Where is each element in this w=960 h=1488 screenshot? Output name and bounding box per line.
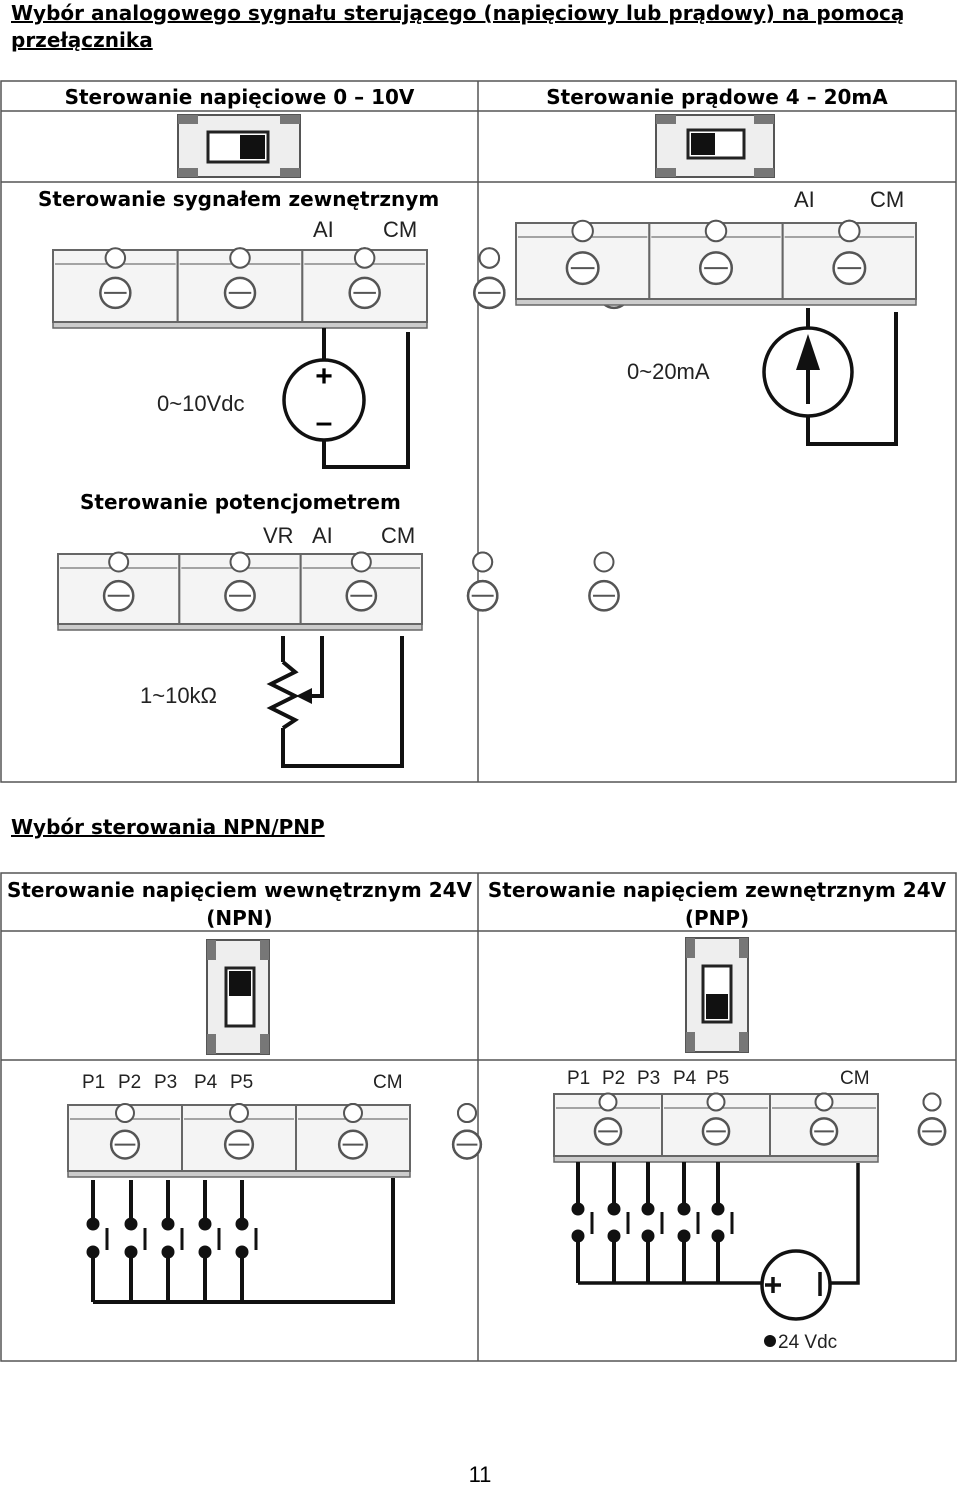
dip-switch-npn <box>206 939 270 1055</box>
current-source-arrow <box>796 334 820 370</box>
switch-contact <box>198 1245 212 1259</box>
npn-control-header: Sterowanie napięciem wewnętrznym 24V (NP… <box>6 878 473 930</box>
terminal-hole <box>922 1092 942 1112</box>
terminal-label-ai: AI <box>794 187 815 212</box>
switch-contact <box>711 1202 725 1216</box>
terminal-label-p2: P2 <box>118 1072 142 1093</box>
switch-contact <box>641 1229 655 1243</box>
switch-contact <box>235 1245 249 1259</box>
analog-table-grid <box>0 80 957 783</box>
terminal-hole <box>478 247 501 269</box>
terminal-label-ai: AI <box>312 523 333 548</box>
terminal-block-pnp <box>553 1092 947 1163</box>
switch-contact <box>607 1229 621 1243</box>
terminal-hole <box>229 551 251 573</box>
voltage-control-header: Sterowanie napięciowe 0 – 10V <box>64 85 415 109</box>
npn-pnp-table-grid <box>0 872 957 1362</box>
pnp-control-header: Sterowanie napięciem zewnętrznym 24V (PN… <box>487 878 947 930</box>
terminal-label-p5: P5 <box>706 1068 730 1089</box>
terminal-hole <box>704 219 728 243</box>
potentiometer-label: Sterowanie potencjometrem <box>80 490 401 514</box>
switch-contact <box>571 1202 585 1216</box>
terminal-label-p1: P1 <box>567 1068 591 1089</box>
terminal-label-p2: P2 <box>602 1068 626 1089</box>
terminal-hole <box>104 247 127 269</box>
terminal-hole <box>343 1103 363 1123</box>
terminal-hole <box>571 219 594 243</box>
voltage-minus-sign: – <box>316 406 333 439</box>
terminal-hole <box>814 1092 834 1112</box>
current-source-circuit <box>762 308 898 446</box>
terminal-label-p5: P5 <box>230 1072 254 1093</box>
switch-contact <box>161 1245 175 1259</box>
terminal-label-cm: CM <box>381 523 416 548</box>
terminal-hole <box>350 551 372 573</box>
terminal-label-ai: AI <box>313 217 334 242</box>
terminal-label-p3: P3 <box>637 1068 661 1089</box>
terminal-label-vr: VR <box>263 523 294 548</box>
pnp-supply-dot <box>764 1335 776 1347</box>
switch-contact <box>607 1202 621 1216</box>
potentiometer-circuit <box>266 636 404 768</box>
dip-switch-voltage <box>177 114 301 178</box>
switch-contact <box>235 1217 249 1231</box>
switch-contact <box>571 1229 585 1243</box>
terminal-hole <box>457 1103 477 1123</box>
terminal-label-cm: CM <box>840 1068 870 1089</box>
switch-contact <box>161 1217 175 1231</box>
dip-switch-current <box>655 114 775 178</box>
terminal-hole <box>598 1092 618 1112</box>
current-source-label: 0~20mA <box>627 359 710 384</box>
terminal-hole <box>108 551 130 573</box>
switch-contact <box>711 1229 725 1243</box>
switch-contact <box>124 1217 138 1231</box>
terminal-label-p3: P3 <box>154 1072 178 1093</box>
terminal-block-potentiometer <box>57 551 620 631</box>
terminal-hole <box>229 247 251 269</box>
pnp-supply-circuit <box>578 1163 860 1321</box>
terminal-label-cm: CM <box>373 1072 403 1093</box>
pnp-supply-label: 24 Vdc <box>778 1332 838 1353</box>
dip-switch-pnp <box>685 937 749 1053</box>
terminal-hole <box>353 247 376 269</box>
voltage-source-circuit <box>282 328 410 469</box>
switch-contact <box>86 1217 100 1231</box>
voltage-source-label: 0~10Vdc <box>157 391 245 416</box>
external-signal-label: Sterowanie sygnałem zewnętrznym <box>38 187 440 211</box>
switch-contact <box>124 1245 138 1259</box>
analog-section-title: Wybór analogowego sygnału sterującego (n… <box>11 1 905 52</box>
npn-switches <box>86 1178 395 1304</box>
terminal-label-p4: P4 <box>194 1072 218 1093</box>
terminal-block-current <box>515 219 918 306</box>
terminal-label-cm: CM <box>383 217 418 242</box>
terminal-hole <box>472 551 494 573</box>
npn-pnp-section-title: Wybór sterowania NPN/PNP <box>11 815 325 839</box>
terminal-hole <box>593 551 615 573</box>
terminal-block-npn <box>67 1103 597 1178</box>
terminal-hole <box>706 1092 726 1112</box>
terminal-block-voltage <box>52 247 631 329</box>
terminal-hole <box>115 1103 135 1123</box>
potentiometer-wiper-arrow <box>296 688 312 704</box>
pnp-switches <box>571 1162 734 1283</box>
switch-contact <box>677 1202 691 1216</box>
switch-contact <box>641 1202 655 1216</box>
switch-contact <box>198 1217 212 1231</box>
terminal-hole <box>838 219 861 243</box>
voltage-plus-sign: + <box>315 360 333 393</box>
terminal-label-p4: P4 <box>673 1068 697 1089</box>
terminal-label-p1: P1 <box>82 1072 106 1093</box>
page-number: 11 <box>468 1462 492 1487</box>
terminal-hole <box>229 1103 249 1123</box>
terminal-label-cm: CM <box>870 187 905 212</box>
switch-contact <box>677 1229 691 1243</box>
potentiometer-range-label: 1~10kΩ <box>140 683 217 708</box>
switch-contact <box>86 1245 100 1259</box>
current-control-header: Sterowanie prądowe 4 – 20mA <box>546 85 888 109</box>
